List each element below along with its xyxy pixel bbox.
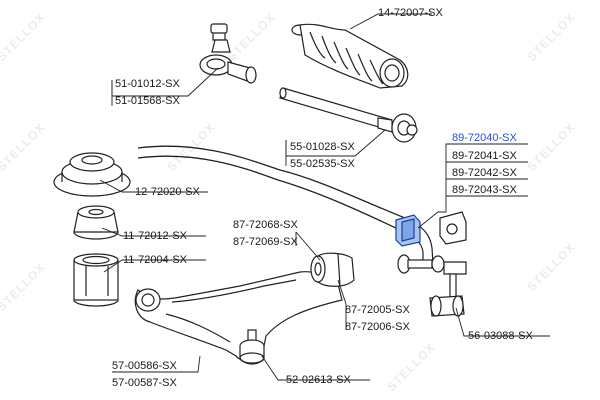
control-arm[interactable] [134,271,343,361]
label-arm-bushing-rear-1[interactable]: 87-72068-SX [233,219,298,231]
label-boot[interactable]: 14-72007-SX [378,7,443,19]
label-stabilizer-bushing-4[interactable]: 89-72043-SX [452,184,517,196]
label-stabilizer-bushing-1[interactable]: 89-72040-SX [452,132,517,144]
label-dust-boot[interactable]: 11-72004-SX [123,254,188,266]
label-stabilizer-bushing-2[interactable]: 89-72041-SX [452,150,517,162]
label-bump-stop[interactable]: 11-72012-SX [123,230,188,242]
label-inner-tie-rod-2[interactable]: 55-02535-SX [290,158,355,170]
label-inner-tie-rod-1[interactable]: 55-01028-SX [290,141,355,153]
label-tie-rod-end-1[interactable]: 51-01012-SX [115,78,180,90]
label-stabilizer-bushing-3[interactable]: 89-72042-SX [452,167,517,179]
label-control-arm-2[interactable]: 57-00587-SX [112,377,177,389]
label-ball-joint[interactable]: 52-02613-SX [286,374,351,386]
label-arm-bushing-front-1[interactable]: 87-72005-SX [345,304,410,316]
bump-stop[interactable] [73,205,119,240]
label-top-mount[interactable]: 12-72020-SX [135,186,200,198]
control-arm-bushing[interactable] [310,252,355,287]
label-arm-bushing-rear-2[interactable]: 87-72069-SX [233,236,298,248]
dust-boot[interactable] [73,253,119,307]
steering-boot[interactable] [291,23,409,89]
label-control-arm-1[interactable]: 57-00586-SX [112,360,177,372]
label-stabilizer-link[interactable]: 56-03088-SX [468,330,533,342]
tie-rod-end[interactable] [199,23,257,84]
leader-lines [99,13,550,381]
strut-top-mount[interactable] [53,152,131,197]
label-tie-rod-end-2[interactable]: 51-01568-SX [115,95,180,107]
stabilizer-link[interactable] [397,254,467,317]
stabilizer-bushing[interactable] [395,211,467,247]
ball-joint[interactable] [239,329,265,365]
label-arm-bushing-front-2[interactable]: 87-72006-SX [345,321,410,333]
inner-tie-rod[interactable] [279,87,418,143]
